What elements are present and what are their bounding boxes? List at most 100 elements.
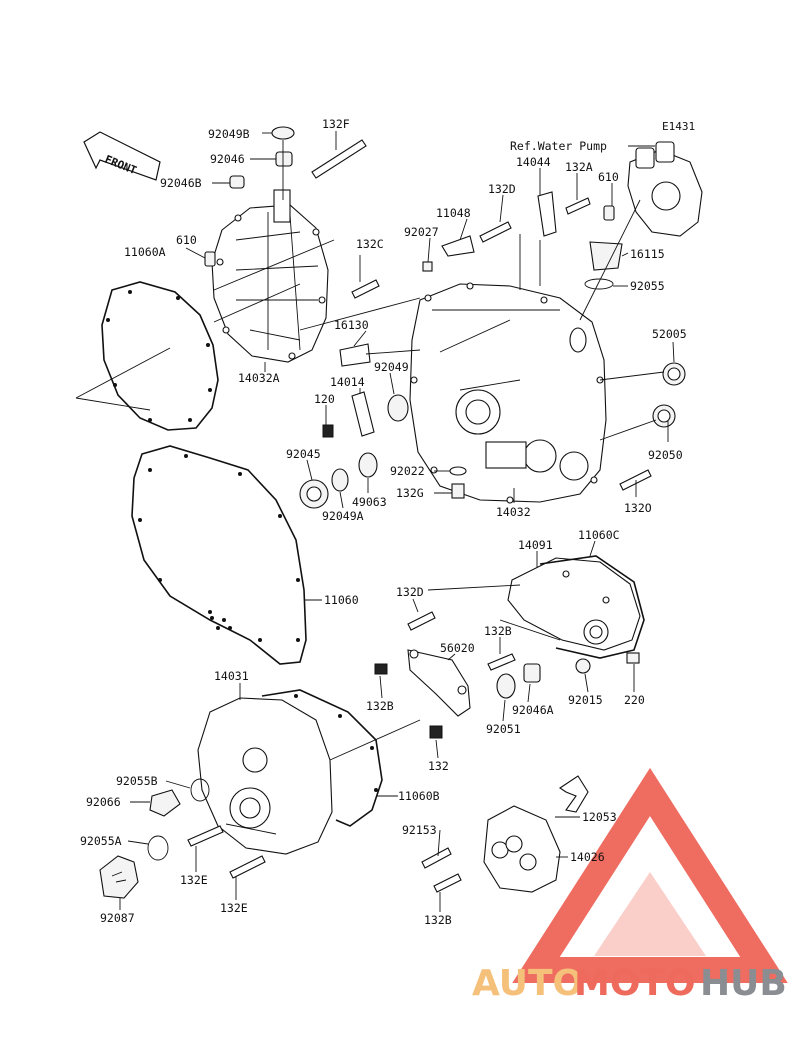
oring-92055a [147,835,169,861]
oring-92055b [190,778,210,802]
label-92055b: 92055B [116,774,158,788]
label-120: 120 [314,392,335,406]
bracket-56020 [407,649,471,717]
front-arrow: FRONT [83,131,161,181]
label-132g: 132G [396,486,424,500]
bolt-132o [619,469,652,491]
label-16115: 16115 [630,247,665,261]
label-92051: 92051 [486,722,521,736]
label-92066: 92066 [86,795,121,809]
label-92087: 92087 [100,911,135,925]
label-92049a: 92049A [322,509,364,523]
label-14032a: 14032A [238,371,280,385]
label-132b-left: 132B [366,699,394,713]
label-92027: 92027 [404,225,439,239]
label-92049b: 92049B [208,127,250,141]
bolt-132e-b [229,855,266,879]
oring-92055 [584,278,614,290]
label-56020: 56020 [440,641,475,655]
ring-92049a [331,468,349,492]
washer-92027 [422,261,433,272]
bolt-132a [565,197,591,215]
ring-92051 [496,673,516,699]
cover-14026 [483,805,561,893]
bolt-132c [351,279,380,299]
label-92045: 92045 [286,447,321,461]
plug-92066 [149,789,181,817]
case-14032 [409,283,607,503]
label-132f: 132F [322,117,350,131]
label-92022: 92022 [390,464,425,478]
label-132o: 132O [624,501,652,515]
label-14031: 14031 [214,669,249,683]
bolt-132b-bot [433,873,462,893]
gasket-11060b-holes [294,694,378,792]
gasket-11060a [101,281,219,431]
bolt-132f [311,139,367,179]
bolt-132b-mid [487,653,516,671]
bolt-132e-a [187,825,224,847]
ring-92049 [387,394,409,422]
label-14026: 14026 [570,850,605,864]
bracket-12053 [559,775,589,813]
collar-92046b [229,175,245,189]
label-14014: 14014 [330,375,365,389]
watermark-text-auto: AUTO [472,963,583,1004]
cap-92049b [271,126,295,140]
gasket-11060b [261,689,383,827]
watermark-logo: AUTO MOTO HUB [472,767,788,1004]
cover-14032a-bolts [216,214,326,360]
plug-16115 [589,241,623,271]
part-49063 [358,452,378,478]
collar-92046a [523,663,541,683]
bolt-132-bot [429,725,443,739]
fitting-16130 [339,343,371,367]
label-11060b: 11060B [398,789,440,803]
label-11060a: 11060A [124,245,166,259]
label-52005: 52005 [652,327,687,341]
label-132d-top: 132D [488,182,516,196]
label-14044: 14044 [516,155,551,169]
label-132b-bot: 132B [424,913,452,927]
gasket-11060a-holes [106,290,212,422]
clamp-11048 [441,235,475,257]
label-14032: 14032 [496,505,531,519]
label-11060c: 11060C [578,528,620,542]
label-132-bot: 132 [428,759,449,773]
collar-92046 [275,151,293,167]
label-92055a: 92055A [80,834,122,848]
label-12053: 12053 [582,810,617,824]
label-132e-b: 132E [220,901,248,915]
label-132d-mid: 132D [396,585,424,599]
label-49063: 49063 [352,495,387,509]
label-132e-a: 132E [180,873,208,887]
bolt-132d-top [479,221,512,243]
bolt-132b-left [374,663,388,675]
cap-92087 [99,855,139,899]
label-92015: 92015 [568,693,603,707]
bolt-132d-mid [407,611,436,631]
bracket-14044 [537,191,557,237]
label-92050: 92050 [648,448,683,462]
label-92055: 92055 [630,279,665,293]
label-14091: 14091 [518,538,553,552]
washer-92022 [449,466,467,476]
label-92153: 92153 [402,823,437,837]
label-132c: 132C [356,237,384,251]
label-11048: 11048 [436,206,471,220]
watermark-text-moto: MOTO [574,963,696,1004]
label-16130: 16130 [334,318,369,332]
bolt-220 [626,652,640,664]
nut-92015 [575,658,591,674]
label-220: 220 [624,693,645,707]
leader-lines [75,131,675,912]
label-610a: 610 [176,233,197,247]
label-92049: 92049 [374,360,409,374]
label-92046: 92046 [210,152,245,166]
bolt-120 [322,424,334,438]
watermark-text-hub: HUB [700,963,787,1004]
bolt-92153 [421,847,452,869]
case-14032-bolts [410,282,604,504]
label-610b: 610 [598,170,619,184]
